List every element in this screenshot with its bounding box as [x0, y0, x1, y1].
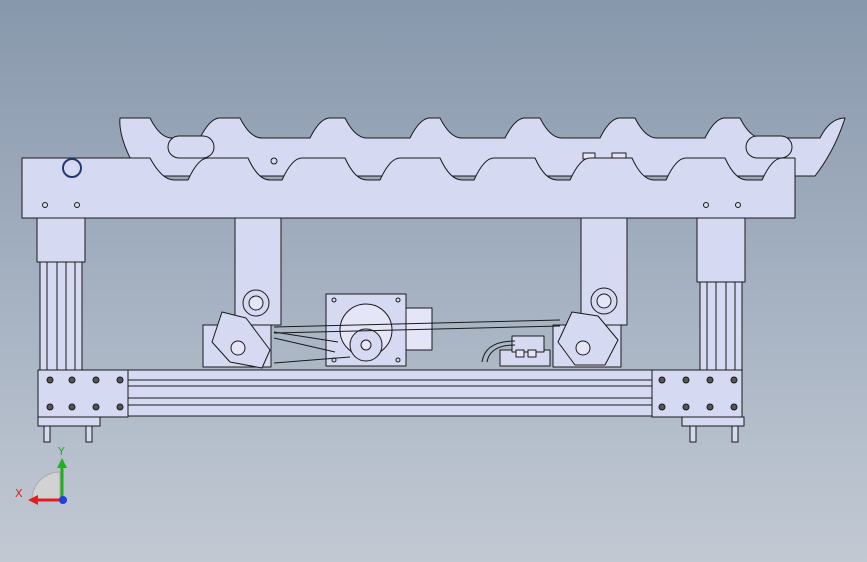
lift-arm-left[interactable]: [202, 209, 282, 369]
base-frame[interactable]: [37, 369, 745, 443]
x-axis-label: X: [15, 487, 23, 500]
y-axis-label: Y: [57, 445, 65, 458]
y-arrow-head: [57, 458, 67, 468]
lift-arm-right[interactable]: [552, 209, 628, 368]
ring-fitting: [62, 158, 82, 178]
foot-plate-left: [37, 416, 101, 427]
triad-quadrant: [31, 471, 61, 501]
lower-rail[interactable]: [21, 157, 796, 219]
sensor[interactable]: [481, 335, 551, 367]
slot-left: [167, 135, 215, 159]
motor[interactable]: [325, 293, 433, 367]
slot-right: [745, 135, 793, 159]
end-plate-left: [37, 369, 129, 418]
hole: [270, 157, 278, 165]
z-axis-dot: [59, 496, 67, 504]
foot-plate-right: [681, 416, 745, 427]
drive-belt: [273, 319, 561, 364]
x-arrow-head: [28, 495, 38, 505]
end-plate-right: [651, 369, 743, 418]
left-leg[interactable]: [36, 209, 86, 373]
right-leg[interactable]: [696, 209, 746, 373]
